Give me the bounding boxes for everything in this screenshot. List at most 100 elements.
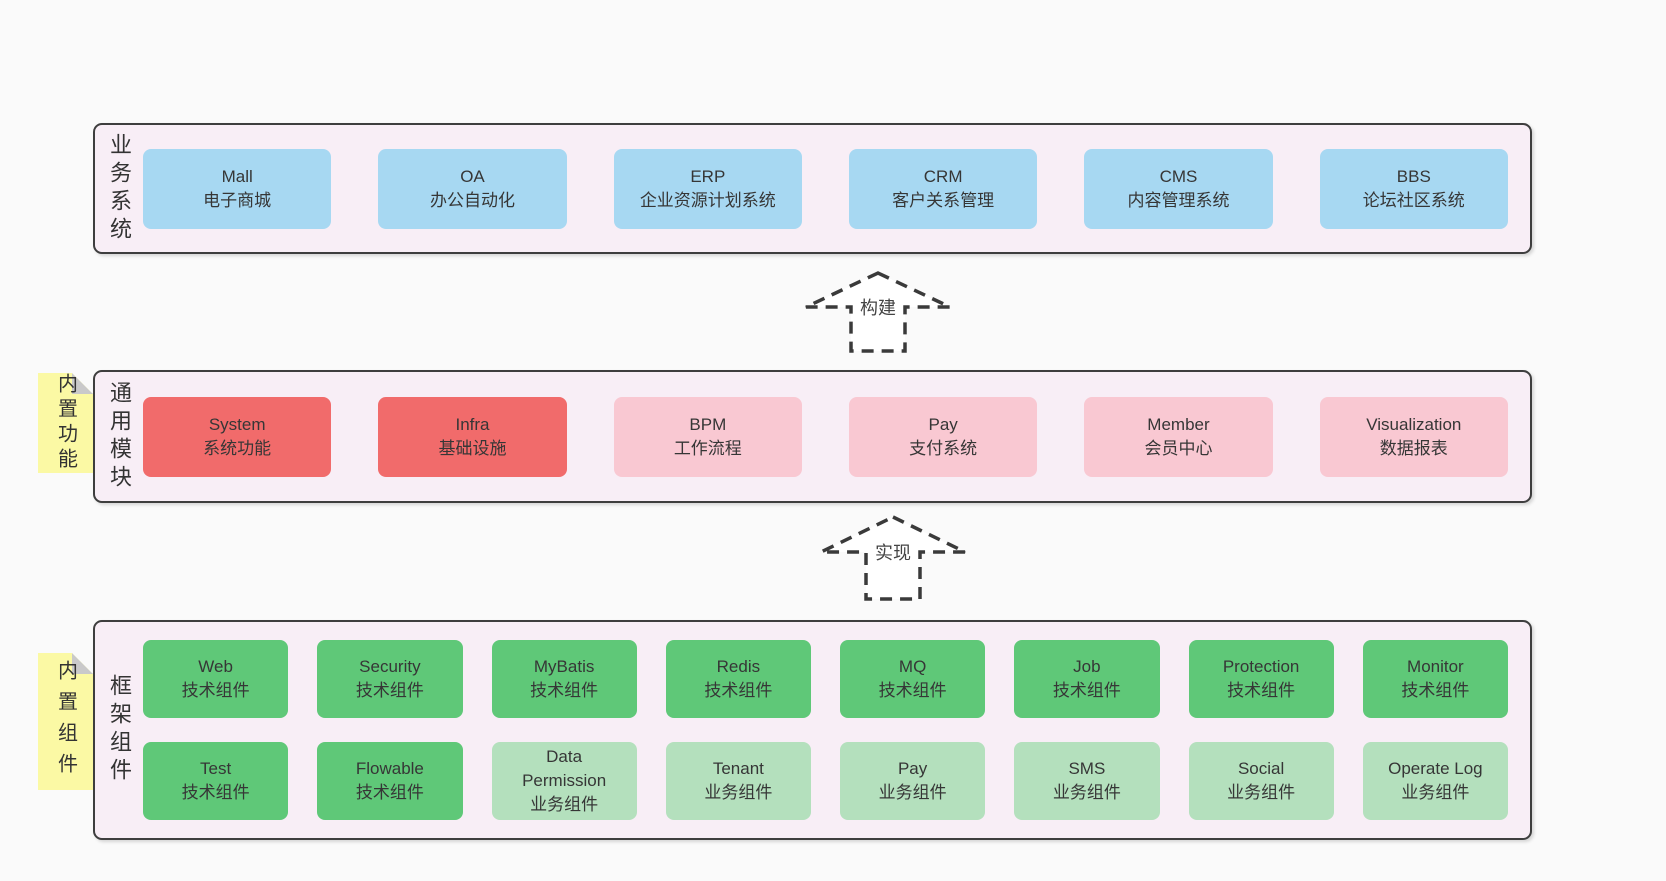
implement-arrow: 实现	[820, 515, 966, 601]
band-rows: System 系统功能 Infra 基础设施 BPM 工作流程 Pay 支付系统 Member 会…	[143, 372, 1530, 501]
box-erp: ERP 企业资源计划系统	[613, 148, 802, 229]
box-mall: Mall 电子商城	[143, 148, 332, 229]
box-infra: Infra 基础设施	[378, 396, 567, 477]
box-subtitle: 业务组件	[1052, 783, 1121, 802]
box-subtitle: 业务组件	[1401, 783, 1470, 802]
box-subtitle: 业务组件	[530, 795, 599, 814]
box-title: Monitor	[1407, 657, 1464, 676]
up-arrow-icon	[805, 271, 951, 353]
box-title: Operate Log	[1388, 759, 1483, 778]
band-side-label: 框架组件	[107, 674, 132, 786]
sticky-note-built-in-features: 内置功能	[38, 373, 93, 473]
module-row: System 系统功能 Infra 基础设施 BPM 工作流程 Pay 支付系统 Member 会…	[143, 396, 1508, 477]
box-subtitle: 技术组件	[704, 681, 773, 700]
box-title: Tenant	[712, 759, 764, 778]
box-sms: SMS 业务组件	[1014, 742, 1160, 820]
box-title: Pay	[897, 759, 928, 778]
box-title: System	[208, 414, 266, 434]
box-subtitle: 工作流程	[673, 438, 742, 458]
box-visualization: Visualization 数据报表	[1319, 396, 1508, 477]
box-title: MyBatis	[533, 657, 595, 676]
box-title: Job	[1073, 657, 1101, 676]
box-subtitle: 技术组件	[1401, 681, 1470, 700]
box-subtitle: 论坛社区系统	[1362, 190, 1465, 210]
box-subtitle: 业务组件	[704, 783, 773, 802]
box-pay: Pay 业务组件	[840, 742, 986, 820]
box-tenant: Tenant 业务组件	[665, 742, 811, 820]
box-subtitle: 技术组件	[530, 681, 599, 700]
box-title: BPM	[689, 414, 727, 434]
box-title: Data Permission	[522, 747, 607, 790]
box-social: Social 业务组件	[1188, 742, 1334, 820]
box-subtitle: 技术组件	[878, 681, 947, 700]
box-subtitle: 技术组件	[355, 783, 424, 802]
build-arrow: 构建	[805, 271, 951, 353]
band-common-modules: 通用模块 System 系统功能 Infra 基础设施 BPM 工作流程 Pay 支付系统 Me…	[93, 370, 1532, 503]
box-subtitle: 办公自动化	[429, 190, 515, 210]
box-oa: OA 办公自动化	[378, 148, 567, 229]
box-title: ERP	[690, 166, 726, 186]
box-subtitle: 电子商城	[203, 190, 272, 210]
box-monitor: Monitor 技术组件	[1362, 640, 1508, 718]
box-title: MQ	[898, 657, 927, 676]
box-subtitle: 会员中心	[1144, 438, 1213, 458]
box-title: Visualization	[1366, 414, 1462, 434]
box-cms: CMS 内容管理系统	[1084, 148, 1273, 229]
box-subtitle: 业务组件	[1227, 783, 1296, 802]
box-subtitle: 内容管理系统	[1127, 190, 1230, 210]
box-title: Pay	[928, 414, 958, 434]
box-subtitle: 系统功能	[203, 438, 272, 458]
box-subtitle: 支付系统	[909, 438, 978, 458]
box-protection: Protection 技术组件	[1188, 640, 1334, 718]
box-mq: MQ 技术组件	[840, 640, 986, 718]
arrow-label: 实现	[875, 543, 911, 563]
box-title: SMS	[1068, 759, 1106, 778]
up-arrow-icon	[820, 515, 966, 601]
box-subtitle: 技术组件	[1052, 681, 1121, 700]
box-subtitle: 技术组件	[181, 681, 250, 700]
box-subtitle: 客户关系管理	[892, 190, 995, 210]
box-pay: Pay 支付系统	[848, 396, 1038, 477]
box-subtitle: 技术组件	[1227, 681, 1296, 700]
box-mybatis: MyBatis 技术组件	[491, 640, 637, 718]
box-subtitle: 数据报表	[1379, 438, 1448, 458]
box-title: Test	[200, 759, 232, 778]
arrow-label: 构建	[860, 298, 896, 318]
box-title: Protection	[1222, 657, 1300, 676]
box-title: Redis	[716, 657, 761, 676]
box-system: System 系统功能	[143, 396, 332, 477]
box-subtitle: 技术组件	[355, 681, 424, 700]
box-title: Social	[1237, 759, 1285, 778]
box-subtitle: 基础设施	[438, 438, 507, 458]
box-member: Member 会员中心	[1084, 396, 1273, 477]
box-subtitle: 业务组件	[878, 783, 947, 802]
box-redis: Redis 技术组件	[665, 640, 811, 718]
box-title: Member	[1147, 414, 1210, 434]
box-job: Job 技术组件	[1014, 640, 1160, 718]
box-bpm: BPM 工作流程	[613, 396, 802, 477]
box-bbs: BBS 论坛社区系统	[1319, 148, 1508, 229]
box-title: Security	[359, 657, 421, 676]
box-subtitle: 企业资源计划系统	[639, 190, 776, 210]
sticky-note-label: 内置组件	[54, 659, 77, 784]
band-side-label: 通用模块	[107, 380, 132, 493]
box-title: BBS	[1396, 166, 1431, 186]
box-web: Web 技术组件	[143, 640, 289, 718]
band-side-label: 业务系统	[107, 132, 132, 245]
box-title: Mall	[221, 166, 253, 186]
box-title: CMS	[1159, 166, 1198, 186]
sticky-note-built-in-components: 内置组件	[38, 653, 93, 790]
box-operate-log: Operate Log 业务组件	[1362, 742, 1508, 820]
box-title: OA	[460, 166, 485, 186]
box-title: Web	[198, 657, 233, 676]
box-title: Infra	[455, 414, 490, 434]
